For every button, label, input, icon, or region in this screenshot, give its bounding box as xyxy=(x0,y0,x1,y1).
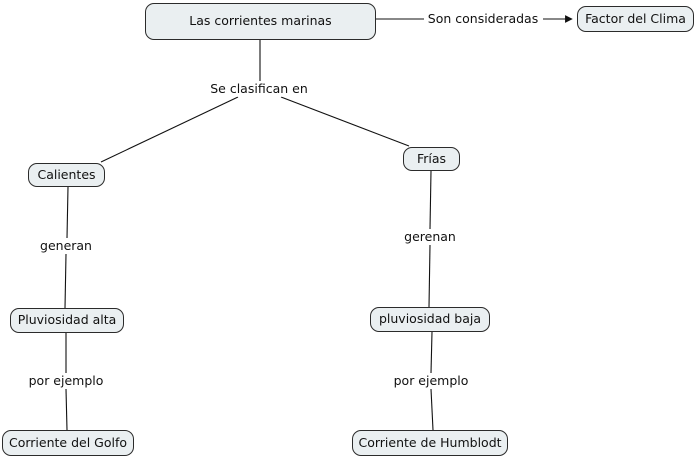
edge-label-clasifican-to-calientes xyxy=(100,96,239,163)
node-corrientes-marinas[interactable]: Las corrientes marinas xyxy=(145,3,376,40)
node-label: Factor del Clima xyxy=(585,10,686,26)
edge-label-generan: generan xyxy=(37,238,95,254)
edge-pluviosidad-baja-to-label-ejemplo xyxy=(430,331,433,374)
edge-label-ejemplo-to-golfo xyxy=(65,388,68,431)
node-label: Calientes xyxy=(37,166,96,182)
node-label: Corriente de Humblodt xyxy=(358,434,502,450)
edge-frias-to-label-gerenan xyxy=(429,170,432,230)
node-corriente-de-humboldt[interactable]: Corriente de Humblodt xyxy=(352,430,508,456)
edge-label-ejemplo-to-humboldt xyxy=(430,388,434,431)
node-label: Corriente del Golfo xyxy=(9,434,128,450)
node-label: Pluviosidad alta xyxy=(17,312,117,328)
edge-label-gerenan: gerenan xyxy=(401,229,459,245)
edge-label-son-consideradas: Son consideradas xyxy=(424,11,542,27)
node-label: pluviosidad baja xyxy=(378,311,482,327)
node-pluviosidad-baja[interactable]: pluviosidad baja xyxy=(370,307,490,332)
node-corriente-del-golfo[interactable]: Corriente del Golfo xyxy=(2,430,134,456)
edge-label-por-ejemplo-right: por ejemplo xyxy=(390,373,472,389)
node-pluviosidad-alta[interactable]: Pluviosidad alta xyxy=(10,308,124,333)
edge-label-por-ejemplo-left: por ejemplo xyxy=(25,373,107,389)
edge-label-clasifican-to-frias xyxy=(280,96,410,147)
edge-label-se-clasifican-en: Se clasifican en xyxy=(207,81,311,97)
edge-label-generan-to-pluviosidad-alta xyxy=(64,253,67,309)
node-label: Frías xyxy=(416,150,447,166)
node-frias[interactable]: Frías xyxy=(403,147,460,171)
edge-calientes-to-label-generan xyxy=(66,186,69,239)
node-label: Las corrientes marinas xyxy=(189,13,332,29)
edge-label-gerenan-to-pluviosidad-baja xyxy=(428,244,431,308)
node-calientes[interactable]: Calientes xyxy=(28,163,105,187)
node-factor-del-clima[interactable]: Factor del Clima xyxy=(577,6,694,32)
